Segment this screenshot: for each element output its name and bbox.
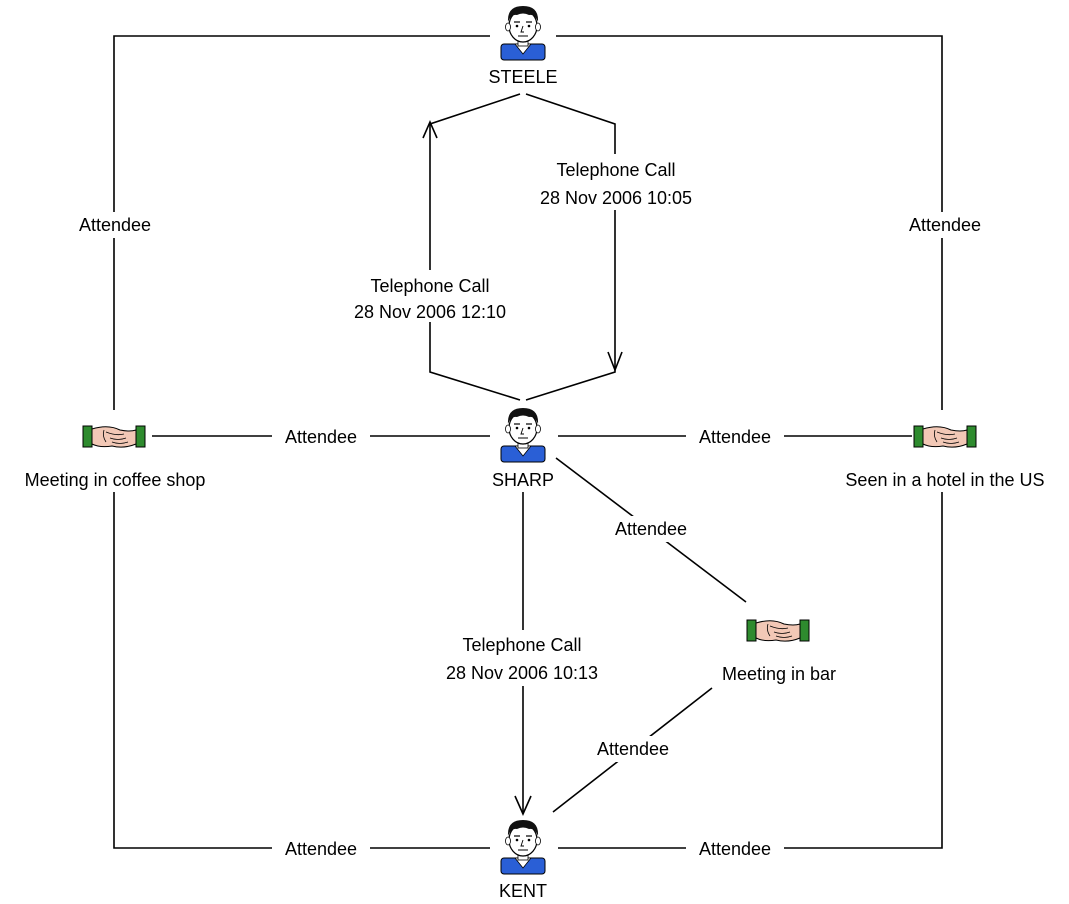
label-coffee-kent: Attendee — [285, 839, 357, 859]
label-call-sharp-to-steele-date: 28 Nov 2006 12:10 — [354, 302, 506, 322]
edge-coffee-kent[interactable] — [113, 492, 490, 849]
node-sharp[interactable]: SHARP — [492, 407, 554, 490]
label-call-steele-to-sharp-title: Telephone Call — [556, 160, 675, 180]
label-call-sharp-to-steele-title: Telephone Call — [370, 276, 489, 296]
handshake-icon — [82, 425, 146, 448]
label-steele-coffee: Attendee — [79, 215, 151, 235]
node-steele[interactable]: STEELE — [488, 5, 558, 87]
label-steele-hotel: Attendee — [909, 215, 981, 235]
node-label-coffee-shop: Meeting in coffee shop — [25, 470, 206, 490]
label-call-sharp-to-kent-date: 28 Nov 2006 10:13 — [446, 663, 598, 683]
node-bar[interactable]: Meeting in bar — [722, 619, 836, 684]
node-label-sharp: SHARP — [492, 470, 554, 490]
handshake-icon — [746, 619, 810, 642]
label-sharp-hotel: Attendee — [699, 427, 771, 447]
handshake-icon — [913, 425, 977, 448]
edge-call-sharp-to-steele[interactable] — [429, 93, 521, 401]
arrowhead-kent — [514, 795, 532, 816]
edge-labels: Attendee Attendee Telephone Call 28 Nov … — [66, 154, 994, 862]
person-icon — [500, 407, 546, 463]
node-label-kent: KENT — [499, 881, 547, 901]
person-icon — [500, 819, 546, 875]
person-icon — [500, 5, 546, 61]
node-label-bar: Meeting in bar — [722, 664, 836, 684]
label-coffee-sharp: Attendee — [285, 427, 357, 447]
node-kent[interactable]: KENT — [499, 819, 547, 901]
arrowhead-down — [607, 351, 623, 373]
arrowhead-up — [422, 120, 438, 139]
label-sharp-bar: Attendee — [615, 519, 687, 539]
edge-call-steele-to-sharp[interactable] — [525, 93, 616, 401]
edge-steele-coffee[interactable] — [113, 35, 490, 410]
label-kent-hotel: Attendee — [699, 839, 771, 859]
node-hotel[interactable]: Seen in a hotel in the US — [845, 425, 1045, 490]
label-bar-kent: Attendee — [597, 739, 669, 759]
node-coffee-shop[interactable]: Meeting in coffee shop — [25, 425, 206, 490]
label-call-sharp-to-kent-title: Telephone Call — [462, 635, 581, 655]
label-call-steele-to-sharp-date: 28 Nov 2006 10:05 — [540, 188, 692, 208]
edge-steele-hotel[interactable] — [556, 35, 943, 410]
node-label-steele: STEELE — [488, 67, 557, 87]
node-label-hotel: Seen in a hotel in the US — [845, 470, 1044, 490]
